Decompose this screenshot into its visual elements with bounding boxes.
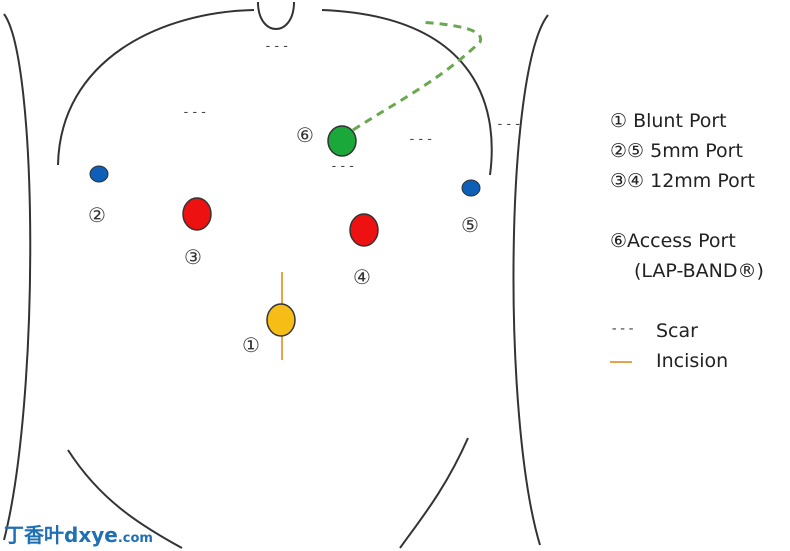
access-port-tube (352, 20, 483, 132)
legend-5mm-port: ②⑤ 5mm Port (610, 140, 743, 162)
watermark-en: dxye (64, 523, 118, 547)
scar-mark: --- (182, 105, 208, 120)
port-1-blunt (266, 303, 296, 337)
legend: ① Blunt Port ②⑤ 5mm Port ③④ 12mm Port ⑥A… (610, 106, 764, 376)
scar-mark: --- (264, 39, 290, 54)
scar-mark: --- (496, 117, 522, 132)
watermark-cn: 丁香叶 (4, 523, 64, 547)
xiphoid-notch (257, 1, 295, 30)
marker-3: ③ (184, 245, 202, 269)
port-6-access (327, 125, 357, 157)
scar-mark: --- (330, 159, 356, 174)
marker-2: ② (88, 203, 106, 227)
port-2-5mm (89, 165, 109, 183)
left-torso-outline (3, 13, 32, 541)
right-lower-outline (399, 437, 469, 549)
scar-swatch: --- (610, 320, 636, 337)
incision-swatch (610, 360, 632, 363)
marker-4: ④ (353, 265, 371, 289)
legend-incision: Incision (610, 346, 764, 376)
port-4-12mm (349, 213, 379, 247)
legend-blunt-port: ① Blunt Port (610, 110, 727, 132)
costal-margin-outline (57, 9, 493, 176)
marker-6: ⑥ (296, 123, 314, 147)
legend-incision-label: Incision (656, 350, 729, 372)
right-torso-outline (512, 14, 549, 546)
port-3-12mm (182, 197, 212, 231)
legend-scar-label: Scar (656, 320, 698, 342)
scar-mark: --- (408, 132, 434, 147)
marker-5: ⑤ (461, 213, 479, 237)
legend-scar: --- Scar (610, 316, 764, 346)
watermark-suffix: .com (117, 531, 153, 546)
legend-access-port: ⑥Access Port (610, 230, 736, 252)
legend-12mm-port: ③④ 12mm Port (610, 170, 756, 192)
marker-1: ① (242, 333, 260, 357)
watermark-logo: 丁香叶dxye.com (4, 519, 153, 548)
left-lower-outline (67, 449, 183, 549)
legend-lapband: (LAP-BAND®) (634, 260, 764, 282)
port-5-5mm (461, 179, 481, 197)
